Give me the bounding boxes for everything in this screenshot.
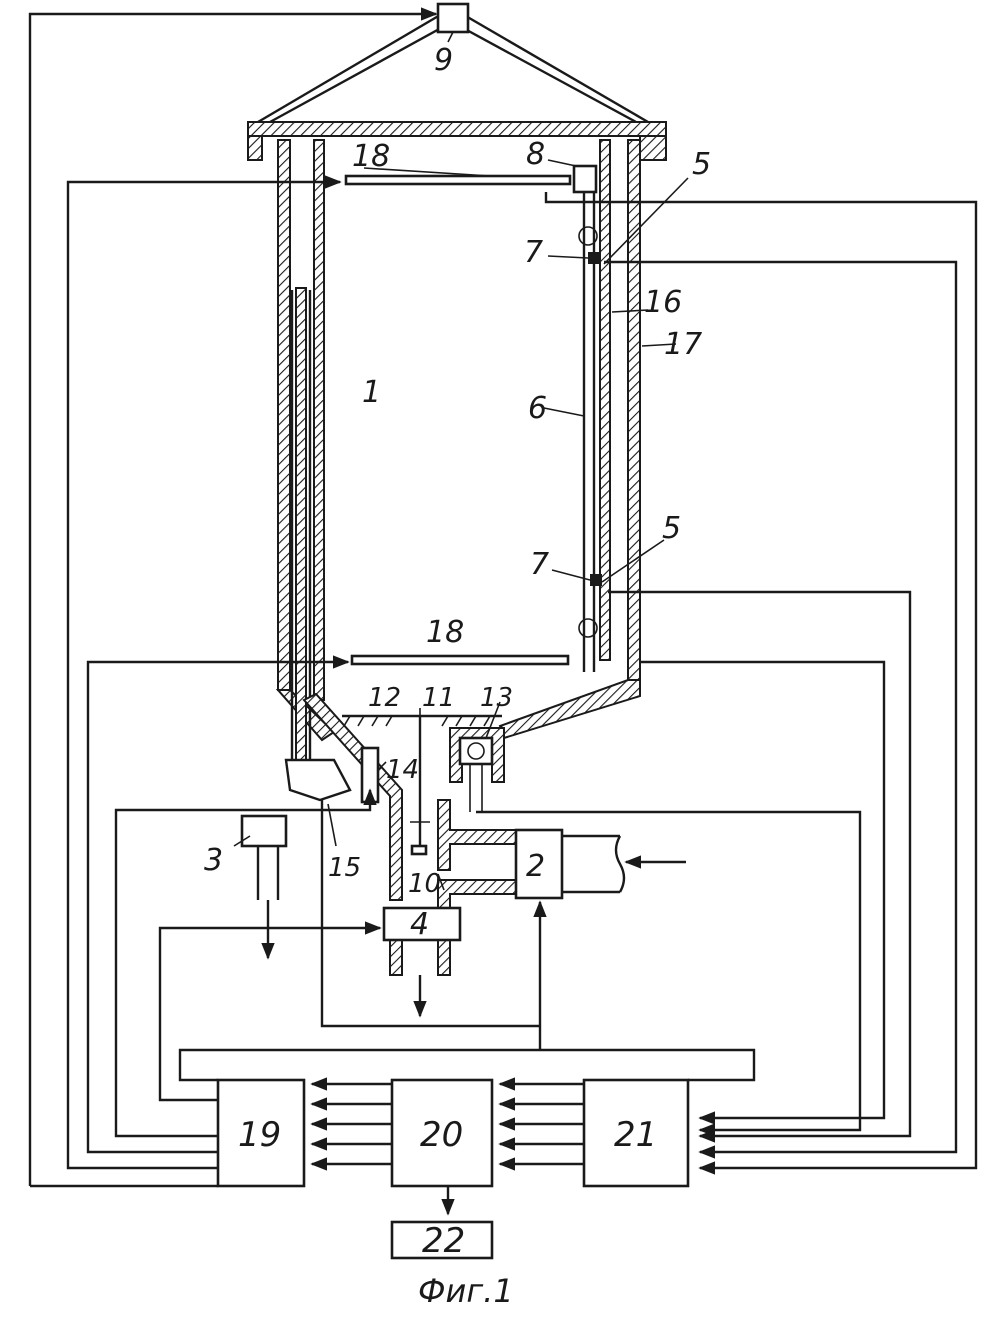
signal-lines (28, 7, 978, 1216)
label-8: 8 (526, 137, 545, 172)
filter-bottom (350, 654, 570, 666)
unit-4 (382, 906, 462, 1018)
label-2: 2 (526, 849, 545, 884)
label-11: 11 (422, 683, 455, 713)
block-21 (582, 1078, 690, 1188)
label-15: 15 (328, 853, 361, 883)
block-19 (216, 1078, 306, 1188)
label-19: 19 (238, 1115, 281, 1155)
label-21: 21 (614, 1115, 657, 1155)
agitator (410, 715, 430, 856)
block-22 (390, 1220, 494, 1260)
label-7-bottom: 7 (530, 547, 549, 582)
label-17: 17 (664, 327, 702, 362)
label-5-bottom: 5 (662, 511, 681, 546)
baffle (342, 714, 502, 727)
label-18-top: 18 (352, 139, 390, 174)
sensor-9 (436, 2, 470, 43)
level-gauge (572, 164, 602, 672)
label-16: 16 (644, 285, 682, 320)
label-20: 20 (420, 1115, 463, 1155)
label-22: 22 (422, 1221, 465, 1261)
label-12: 12 (368, 683, 401, 713)
label-6: 6 (528, 391, 547, 426)
figure-caption: Фиг.1 (418, 1272, 514, 1310)
label-1: 1 (362, 375, 381, 410)
vessel (275, 139, 641, 976)
label-5-top: 5 (692, 147, 711, 182)
label-13: 13 (480, 683, 513, 713)
label-9: 9 (434, 43, 453, 78)
label-14: 14 (386, 755, 419, 785)
block-20 (390, 1078, 494, 1188)
labels: 1 2 3 4 5 5 6 7 7 8 9 10 11 12 13 14 15 … (204, 43, 711, 1310)
unit-2 (514, 828, 686, 900)
label-10: 10 (408, 869, 441, 899)
label-18-bottom: 18 (426, 615, 464, 650)
filter-top (344, 174, 572, 186)
label-3: 3 (204, 843, 223, 878)
label-7-top: 7 (524, 235, 543, 270)
label-4: 4 (410, 907, 429, 942)
leader-lines (233, 159, 689, 891)
